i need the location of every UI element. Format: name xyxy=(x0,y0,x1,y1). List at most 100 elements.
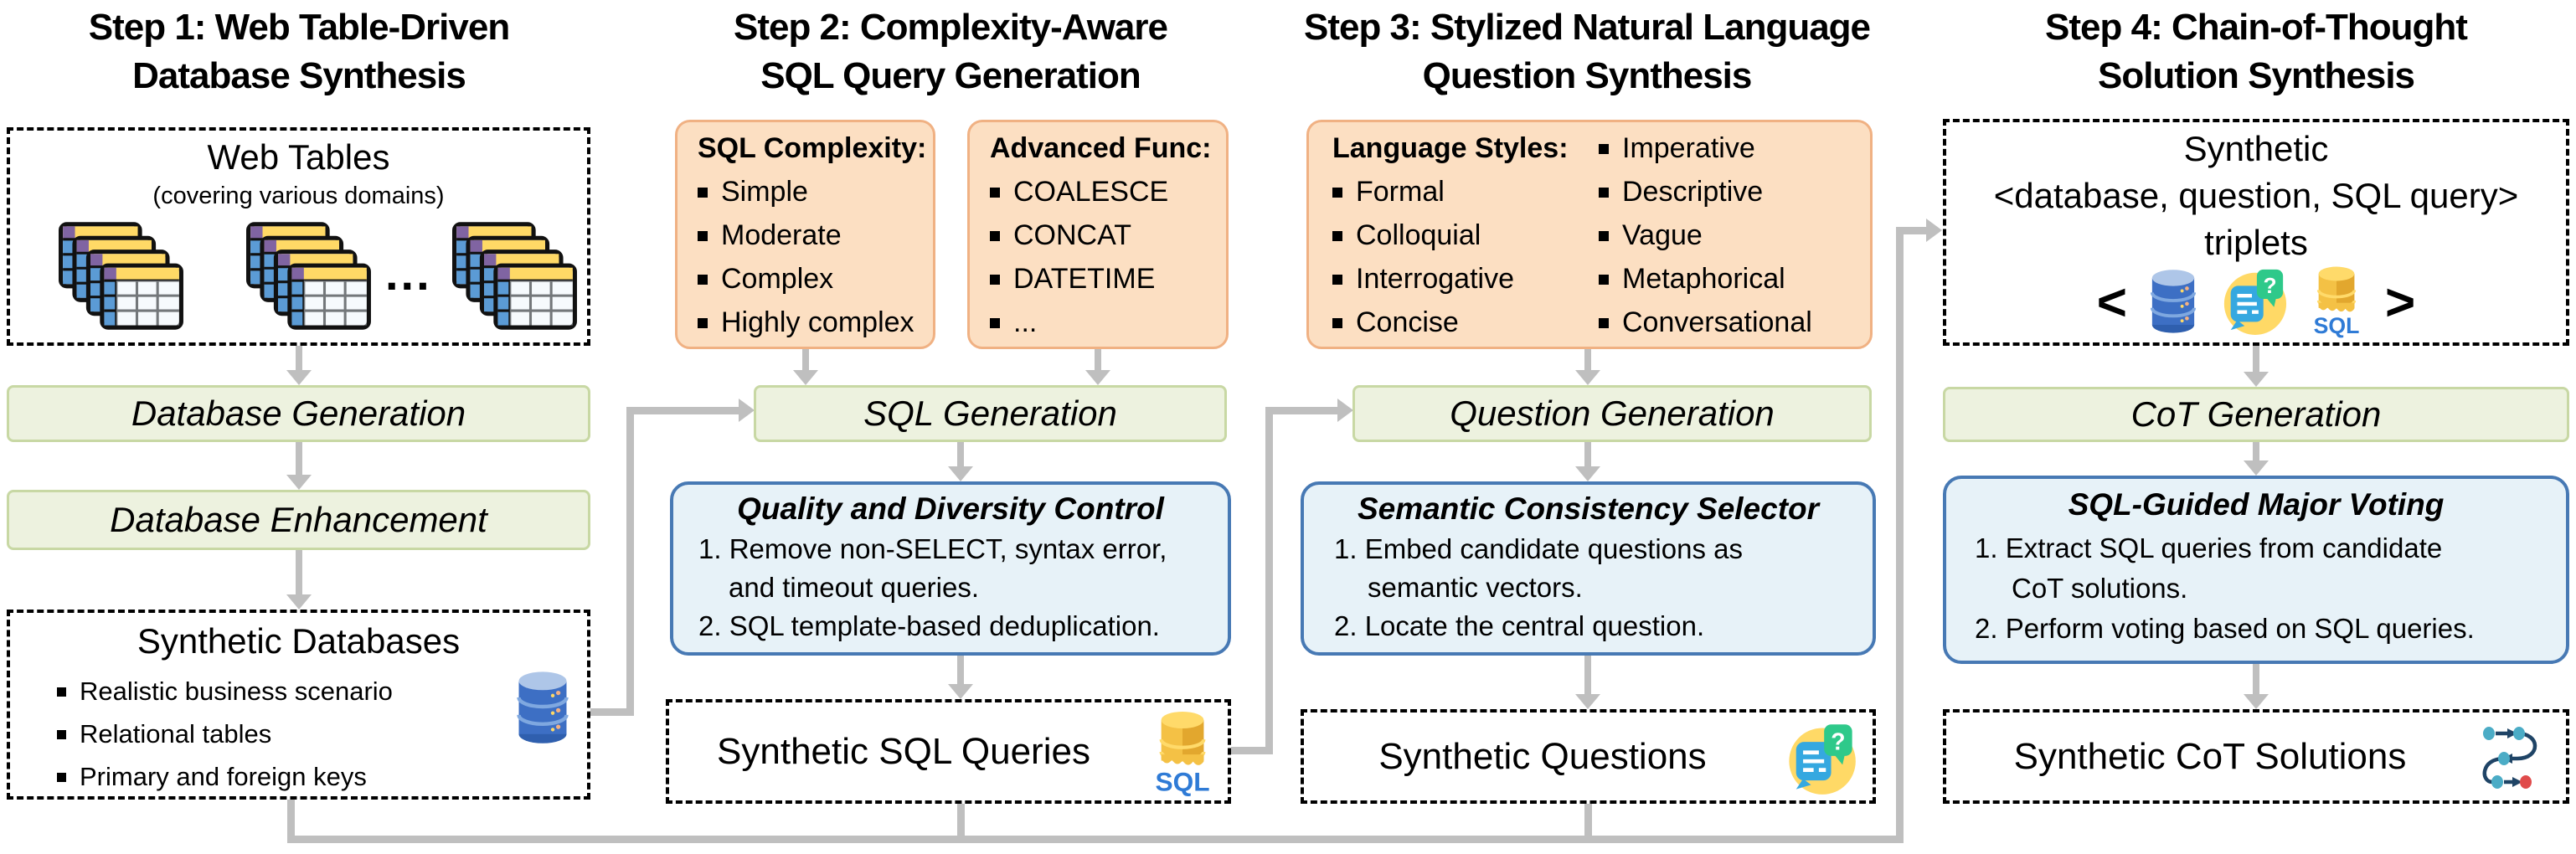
step4-title: Step 4: Chain-of-Thought Solution Synthe… xyxy=(1943,3,2569,100)
connector-step1-to-sqlgen xyxy=(626,407,739,414)
language-style-bullet: Concise xyxy=(1332,306,1459,339)
question-chat-icon: ? xyxy=(1784,719,1857,800)
semantic-selector-line: semantic vectors. xyxy=(1368,572,1583,603)
sql-icon-text: SQL xyxy=(1155,766,1209,796)
triplets-box: Synthetic <database, question, SQL query… xyxy=(1943,119,2569,346)
database-enhancement-label: Database Enhancement xyxy=(110,500,487,539)
sql-complexity-bullet: Moderate xyxy=(698,219,842,252)
step2-title: Step 2: Complexity-Aware SQL Query Gener… xyxy=(645,3,1256,100)
bullet-text: Metaphorical xyxy=(1622,263,1785,295)
bullet-text: ... xyxy=(1013,306,1038,338)
voting-line: CoT solutions. xyxy=(2012,573,2188,604)
sql-icon-text: SQL xyxy=(2314,313,2360,338)
arrow-qgen-to-selector xyxy=(1575,442,1600,481)
quality-control-box: Quality and Diversity Control 1. Remove … xyxy=(670,481,1231,656)
output-text: Synthetic Questions xyxy=(1378,735,1707,777)
bullet-marker xyxy=(1332,317,1342,328)
quality-control-line: and timeout queries. xyxy=(729,572,980,603)
language-style-bullet: Formal xyxy=(1332,176,1445,208)
arrow-webtables-to-dbgen xyxy=(286,346,312,385)
arrowhead-into-question-generation xyxy=(1337,399,1353,422)
step3-title-line2: Question Synthesis xyxy=(1422,55,1753,96)
step2-title-line1: Step 2: Complexity-Aware xyxy=(733,7,1168,48)
language-style-bullet: Colloquial xyxy=(1332,219,1481,252)
bullet-marker xyxy=(990,274,1000,285)
bullet-marker xyxy=(1332,274,1342,285)
step3-title-line1: Step 3: Stylized Natural Language xyxy=(1303,7,1871,48)
bus-drop-step1 xyxy=(287,800,295,843)
voting-line: 2. Perform voting based on SQL queries. xyxy=(1975,613,2475,644)
bullet-text: Complex xyxy=(721,263,834,295)
output-text: Synthetic CoT Solutions xyxy=(2013,735,2407,777)
connector-step2-riser xyxy=(1265,410,1273,754)
sql-database-icon: SQL xyxy=(2310,263,2363,342)
open-angle-bracket: < xyxy=(2096,273,2127,332)
bullet-marker xyxy=(698,230,708,241)
advanced-func-bullet: ... xyxy=(990,306,1037,339)
arrow-cotgen-to-voting xyxy=(2244,442,2269,476)
bullet-text: Conversational xyxy=(1622,306,1812,338)
bullet-marker xyxy=(698,317,708,328)
arrow-voting-to-syncot xyxy=(2244,664,2269,709)
step2-title-line2: SQL Query Generation xyxy=(760,55,1141,96)
sql-complexity-box: SQL Complexity: Simple Moderate Complex … xyxy=(675,120,935,349)
quality-control-line: 1. Remove non-SELECT, syntax error, xyxy=(698,533,1167,564)
arrow-advfunc-to-sqlgen xyxy=(1085,349,1110,385)
synthetic-databases-bullet: Primary and foreign keys xyxy=(57,762,367,792)
bullet-text: Realistic business scenario xyxy=(80,677,393,706)
cot-generation-label: CoT Generation xyxy=(2130,394,2382,434)
web-table-stack-icon xyxy=(59,221,184,336)
database-generation-label: Database Generation xyxy=(131,394,466,433)
question-icon-text: ? xyxy=(1831,728,1845,755)
bullet-text: Concise xyxy=(1356,306,1459,338)
triplets-line2: <database, question, SQL query> xyxy=(1993,176,2519,215)
step1-title: Step 1: Web Table-Driven Database Synthe… xyxy=(0,3,598,100)
bullet-text: Imperative xyxy=(1622,132,1755,164)
question-icon-text: ? xyxy=(2263,273,2276,298)
step3-title: Step 3: Stylized Natural Language Questi… xyxy=(1256,3,1918,100)
bullet-text: Interrogative xyxy=(1356,263,1514,295)
web-tables-box: Web Tables (covering various domains) ..… xyxy=(7,127,590,346)
synthetic-databases-box: Synthetic Databases Realistic business s… xyxy=(7,610,590,800)
arrow-dbenh-to-syndb xyxy=(286,550,312,610)
triplets-line3: triplets xyxy=(2204,223,2308,262)
step1-title-line1: Step 1: Web Table-Driven xyxy=(88,7,510,48)
bullet-text: Highly complex xyxy=(721,306,914,338)
language-style-bullet: Imperative xyxy=(1599,132,1755,165)
bullet-marker xyxy=(1599,143,1609,154)
bus-bottom xyxy=(287,836,1904,843)
language-style-bullet: Vague xyxy=(1599,219,1703,252)
question-generation-label: Question Generation xyxy=(1450,394,1775,433)
question-generation-box: Question Generation xyxy=(1352,385,1872,442)
sql-complexity-heading: SQL Complexity: xyxy=(698,132,927,164)
synthetic-databases-bullet: Relational tables xyxy=(57,719,271,749)
arrow-dbgen-to-dbenh xyxy=(286,442,312,490)
quality-control-line: 2. SQL template-based deduplication. xyxy=(698,610,1160,641)
synthetic-sql-queries-box: Synthetic SQL Queries SQL xyxy=(666,699,1231,804)
sql-complexity-bullet: Simple xyxy=(698,176,808,208)
flow-path-icon xyxy=(2470,721,2548,797)
cot-generation-box: CoT Generation xyxy=(1943,387,2569,442)
bullet-marker xyxy=(57,772,66,782)
advanced-func-bullet: DATETIME xyxy=(990,263,1155,296)
sql-complexity-bullet: Complex xyxy=(698,263,833,296)
bullet-marker xyxy=(1599,317,1609,328)
arrowhead-into-sql-generation xyxy=(739,399,755,422)
synthetic-questions-label: Synthetic Questions xyxy=(1304,713,1781,800)
web-table-stack-icon xyxy=(246,221,372,336)
semantic-selector-line: 2. Locate the central question. xyxy=(1334,610,1705,641)
voting-heading: SQL-Guided Major Voting xyxy=(2068,487,2445,522)
close-angle-bracket: > xyxy=(2385,273,2416,332)
arrow-sqlgen-to-quality xyxy=(948,442,973,481)
bullet-text: Simple xyxy=(721,176,808,208)
semantic-selector-heading: Semantic Consistency Selector xyxy=(1357,491,1820,526)
language-style-bullet: Metaphorical xyxy=(1599,263,1785,296)
bullet-text: Descriptive xyxy=(1622,176,1764,208)
question-chat-icon: ? xyxy=(2219,265,2288,341)
connector-step2-out-right xyxy=(1231,747,1273,754)
connector-step2-to-questiongen xyxy=(1265,407,1337,414)
bullet-marker xyxy=(1599,274,1609,285)
semantic-selector-line: 1. Embed candidate questions as xyxy=(1334,533,1743,564)
language-styles-box: Language Styles: Formal Colloquial Inter… xyxy=(1306,120,1873,349)
database-icon xyxy=(515,668,570,749)
